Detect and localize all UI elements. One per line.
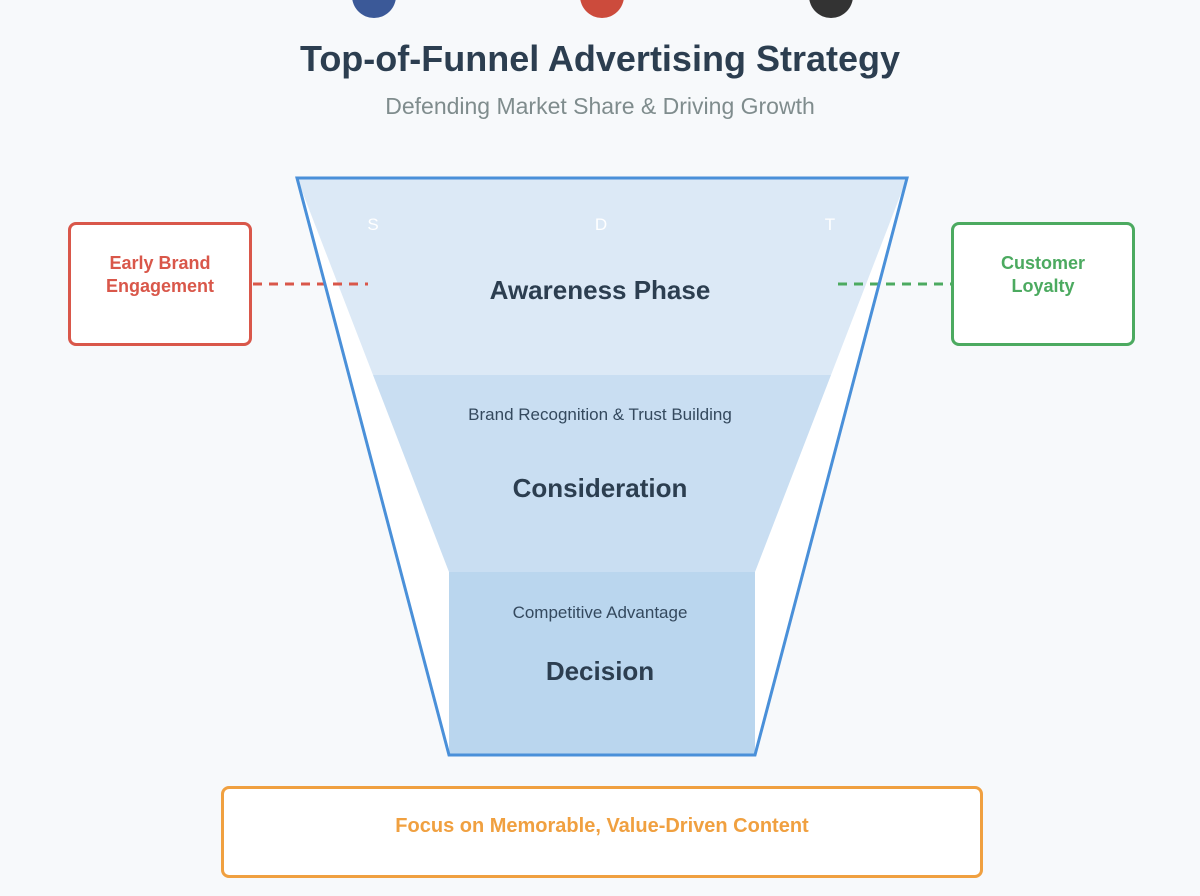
funnel-stage-consideration: [373, 375, 831, 572]
focus-content-box: Focus on Memorable, Value-Driven Content: [221, 786, 983, 878]
funnel-letter-s: S: [367, 215, 379, 234]
brand-dot-red: [580, 0, 624, 18]
customer-loyalty-line2: Loyalty: [1011, 276, 1075, 296]
stage-consideration-label: Consideration: [512, 473, 688, 503]
customer-loyalty-box: Customer Loyalty: [951, 222, 1135, 346]
page-title: Top-of-Funnel Advertising Strategy: [300, 38, 900, 79]
early-brand-engagement-line1: Early Brand: [109, 253, 211, 273]
funnel-stage-decision: [449, 572, 755, 755]
page-subtitle: Defending Market Share & Driving Growth: [385, 93, 815, 119]
funnel-stage-awareness: [297, 178, 907, 375]
brand-dot-blue: [352, 0, 396, 18]
customer-loyalty-line1: Customer: [1000, 253, 1085, 273]
stage-awareness-label: Awareness Phase: [489, 275, 711, 305]
early-brand-engagement-box: Early Brand Engagement: [68, 222, 252, 346]
funnel-outline: [295, 176, 909, 757]
early-brand-engagement-line2: Engagement: [105, 276, 215, 296]
stage-decision-subtitle: Competitive Advantage: [512, 603, 688, 622]
funnel-letter-t: T: [824, 215, 836, 234]
brand-dot-black: [809, 0, 853, 18]
funnel-letter-d: D: [594, 215, 608, 234]
stage-decision-label: Decision: [545, 656, 655, 686]
stage-consideration-subtitle: Brand Recognition & Trust Building: [468, 405, 732, 424]
focus-content-label: Focus on Memorable, Value-Driven Content: [395, 815, 809, 837]
